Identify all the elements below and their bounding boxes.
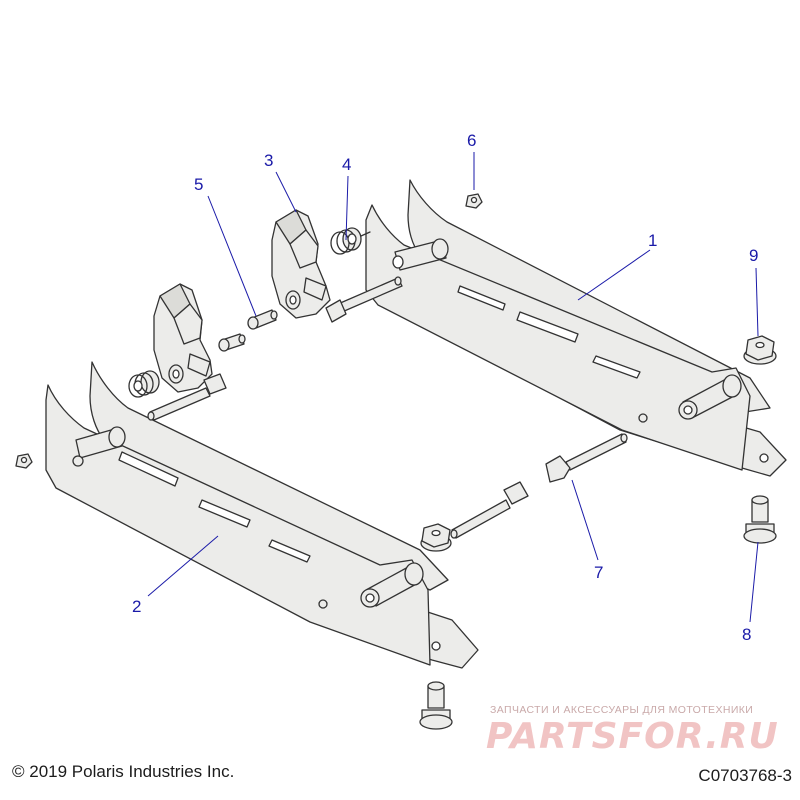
callout-3: 3 — [264, 151, 274, 170]
leader-3 — [275, 171, 297, 213]
watermark-brand: PARTSFOR.RU — [486, 716, 779, 757]
latch-spring-lower — [128, 370, 160, 398]
pivot-pin-lower — [218, 333, 246, 352]
small-nut-upper — [465, 193, 483, 209]
leader-5 — [207, 195, 257, 317]
copyright-notice: © 2019 Polaris Industries Inc. — [12, 762, 235, 781]
latch-spring-upper — [330, 227, 371, 255]
callout-8: 8 — [742, 625, 752, 644]
callout-4: 4 — [342, 155, 352, 174]
flange-bolt-upper — [545, 433, 628, 483]
mounting-bolt-lower — [419, 681, 453, 730]
long-bolt-lower — [147, 373, 227, 421]
callout-5: 5 — [194, 175, 204, 194]
leader-8 — [749, 541, 759, 623]
flange-nut-right — [743, 335, 777, 365]
flange-bolt-lower — [450, 481, 529, 539]
pivot-pin-upper — [247, 309, 278, 330]
small-nut-left — [15, 453, 33, 469]
mounting-bolt-right — [743, 495, 777, 544]
front-seat-rail — [45, 361, 479, 669]
watermark-tagline: ЗАПЧАСТИ И АКСЕССУАРЫ ДЛЯ МОТОТЕХНИКИ — [490, 704, 754, 716]
long-bolt-upper — [325, 276, 403, 323]
seat-latch-lower — [153, 283, 213, 393]
callout-2: 2 — [132, 597, 142, 616]
leader-4 — [345, 175, 349, 241]
leader-9 — [755, 267, 759, 337]
callout-1: 1 — [648, 231, 658, 250]
figure-id: C0703768-3 — [698, 766, 792, 785]
seat-latch-upper — [271, 209, 331, 319]
callout-9: 9 — [749, 246, 759, 265]
callout-7: 7 — [594, 563, 604, 582]
leader-1 — [577, 249, 651, 301]
leader-2 — [147, 535, 219, 597]
leader-lines — [147, 152, 759, 623]
callout-6: 6 — [467, 131, 477, 150]
flange-nut-center — [420, 523, 452, 552]
leader-7 — [571, 479, 599, 561]
rear-seat-rail — [365, 179, 787, 477]
